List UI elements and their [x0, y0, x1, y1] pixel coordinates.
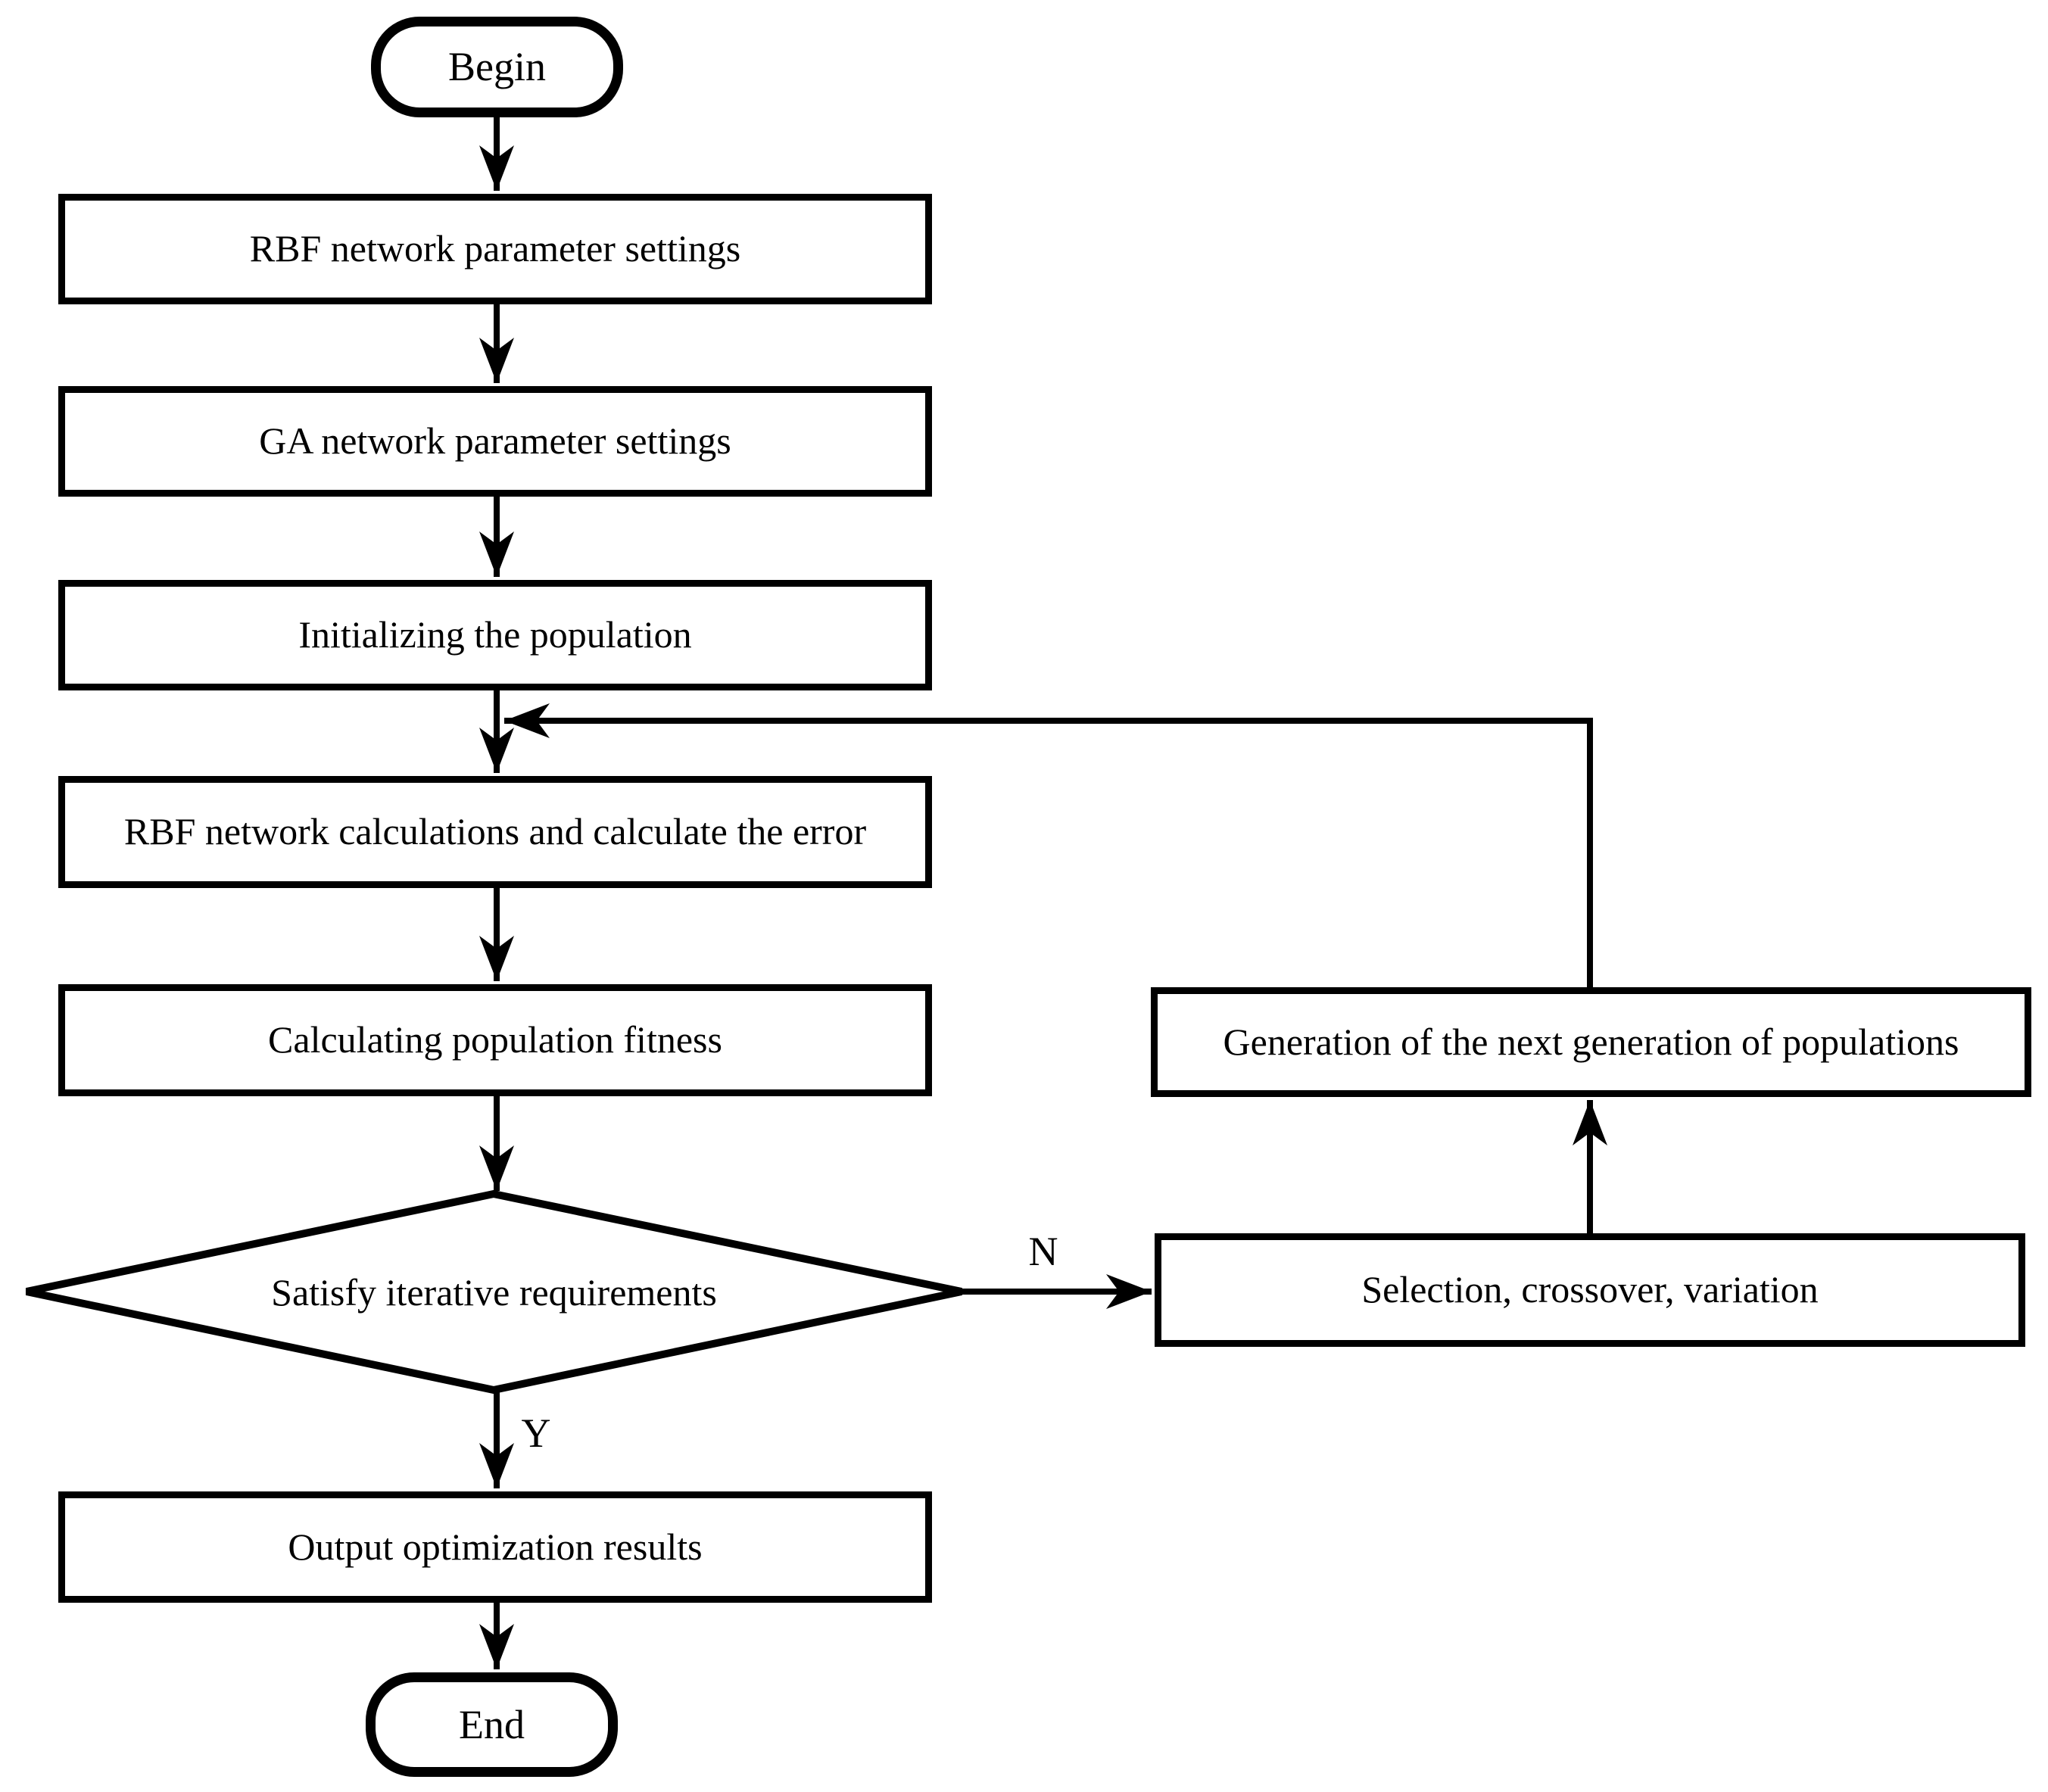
node-decision-label: Satisfy iterative requirements — [271, 1271, 717, 1314]
node-end-label: End — [459, 1701, 525, 1747]
node-end: End — [366, 1672, 618, 1777]
node-rbf-params: RBF network parameter settings — [58, 194, 932, 304]
node-fitness-label: Calculating population fitness — [268, 1018, 722, 1061]
node-rbf-params-label: RBF network parameter settings — [249, 227, 741, 270]
node-selection: Selection, crossover, variation — [1155, 1233, 2025, 1347]
decision-diamond-shape — [25, 1189, 963, 1395]
edge-generation-loopback — [504, 703, 1593, 987]
node-ga-params-label: GA network parameter settings — [259, 419, 731, 463]
node-output: Output optimization results — [58, 1491, 932, 1603]
node-generation-label: Generation of the next generation of pop… — [1223, 1020, 1959, 1063]
node-init-pop: Initializing the population — [58, 580, 932, 690]
node-generation: Generation of the next generation of pop… — [1151, 987, 2031, 1097]
node-output-label: Output optimization results — [288, 1525, 703, 1568]
edge-label-no: N — [1028, 1229, 1058, 1274]
node-ga-params: GA network parameter settings — [58, 386, 932, 497]
node-begin-label: Begin — [448, 44, 546, 90]
node-begin: Begin — [371, 17, 623, 117]
node-rbf-calc: RBF network calculations and calculate t… — [58, 776, 932, 888]
node-selection-label: Selection, crossover, variation — [1361, 1268, 1819, 1311]
node-fitness: Calculating population fitness — [58, 984, 932, 1096]
node-rbf-calc-label: RBF network calculations and calculate t… — [123, 810, 867, 853]
node-init-pop-label: Initializing the population — [298, 613, 692, 656]
edge-label-yes: Y — [521, 1410, 551, 1456]
